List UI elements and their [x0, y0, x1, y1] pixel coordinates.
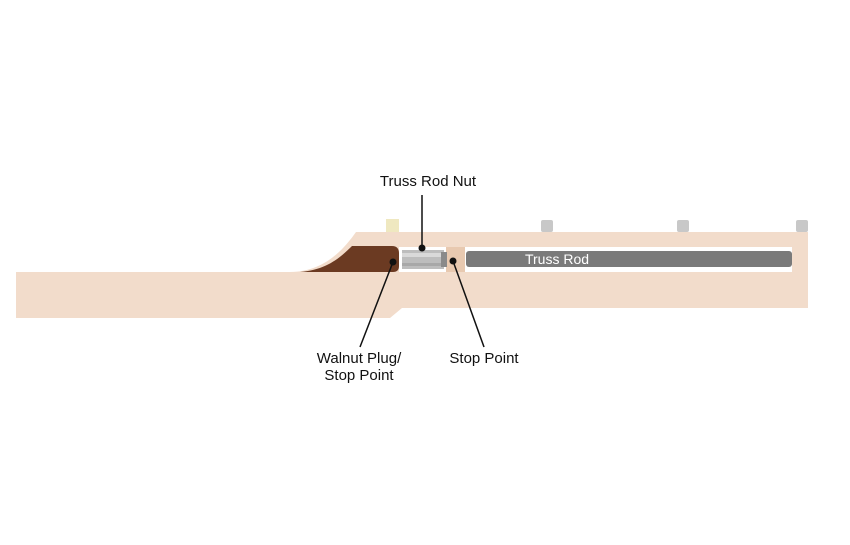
truss-rod-nut-highlight: [402, 253, 444, 257]
dot-walnut-plug: [389, 258, 397, 266]
dot-stop-point: [449, 257, 457, 265]
fret-1: [541, 220, 553, 232]
truss-rod-nut: [402, 250, 444, 269]
leader-stop-point: [452, 260, 485, 348]
bone-nut: [386, 219, 399, 232]
fret-2: [677, 220, 689, 232]
label-walnut-plug-line1: Walnut Plug/: [317, 350, 402, 367]
label-stop-point: Stop Point: [449, 350, 519, 367]
truss-rod-nut-end: [441, 252, 447, 267]
walnut-plug: [300, 246, 399, 272]
label-truss-rod: Truss Rod: [525, 251, 589, 267]
truss-rod-nut-shadow: [402, 263, 444, 266]
fret-3: [796, 220, 808, 232]
label-walnut-plug-line2: Stop Point: [324, 367, 394, 384]
truss-rod: [466, 251, 792, 267]
neck-body: [16, 232, 808, 318]
leader-walnut-plug: [359, 261, 394, 348]
label-truss-rod-nut: Truss Rod Nut: [380, 173, 477, 190]
dot-truss-rod-nut: [418, 244, 426, 252]
